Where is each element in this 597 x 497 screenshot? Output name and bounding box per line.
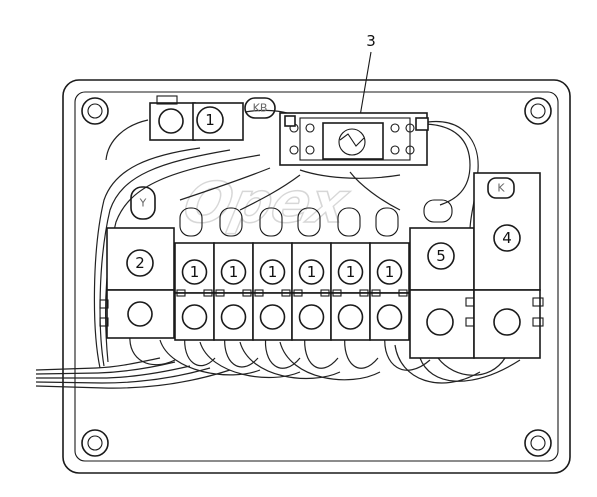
watermark-text: Opex — [178, 171, 355, 236]
fuse-clip — [176, 289, 186, 297]
fuse-terminal — [291, 292, 332, 341]
watermark: Opex — [177, 170, 356, 237]
fuse-clip — [320, 289, 330, 297]
fuse-screw — [337, 304, 364, 330]
fuse-label: 1 — [346, 263, 356, 281]
fuse-label-circle — [259, 259, 286, 285]
fuse-clip — [281, 289, 291, 297]
fuse-clip — [203, 289, 213, 297]
terminal-left-label: 2 — [135, 254, 145, 272]
fuse-column: 1 — [291, 242, 332, 341]
fuse-label: 1 — [385, 263, 395, 281]
fuse-label-circle — [337, 259, 364, 285]
fuse-terminal — [252, 292, 293, 341]
fuse-label: 1 — [268, 263, 278, 281]
tag-top-label: KB — [253, 102, 268, 115]
fuse-terminal — [213, 292, 254, 341]
mounting-hole-top-right — [524, 97, 552, 125]
tag-left: Y — [130, 186, 156, 220]
fuse-label-circle — [298, 259, 325, 285]
enclosure-outer-edge — [62, 79, 571, 474]
relay-module-connector-left — [284, 115, 296, 127]
fuse-label: 1 — [229, 263, 239, 281]
fuse-label: 1 — [307, 263, 317, 281]
relay-module-connector-right — [415, 117, 429, 131]
relay-clip — [156, 95, 178, 105]
fuse-terminal — [369, 292, 410, 341]
terminal-right-inner-bottom — [409, 289, 475, 359]
tag-top: KB — [244, 97, 276, 119]
fuse-label-circle — [181, 259, 208, 285]
fuse-screw — [220, 304, 247, 330]
fuse-tags — [179, 199, 453, 237]
fuse-row: 1 1 1 1 1 1 — [174, 242, 410, 341]
relay-label: 1 — [205, 111, 215, 129]
fuse-label: 1 — [190, 263, 200, 281]
terminal-right-outer-label: 4 — [502, 229, 512, 247]
tag-right-label: K — [497, 182, 505, 195]
fuse-column: 1 — [213, 242, 254, 341]
fuse-clip — [359, 289, 369, 297]
fuse-clip — [254, 289, 264, 297]
fuse-column: 1 — [330, 242, 371, 341]
mounting-hole-bottom-right — [524, 429, 552, 457]
tag-right — [487, 177, 515, 199]
enclosure-inner-edge — [74, 91, 559, 462]
fuse-screw — [259, 304, 286, 330]
enclosure — [62, 79, 571, 474]
fuse-column: 1 — [174, 242, 215, 341]
relay-label-box — [192, 102, 244, 141]
fuse-clip — [293, 289, 303, 297]
fuse-column: 1 — [369, 242, 410, 341]
fuse-column: 1 — [252, 242, 293, 341]
fuse-clip — [398, 289, 408, 297]
fuse-label-circle — [376, 259, 403, 285]
relay-module — [279, 112, 429, 166]
fuse-terminal — [330, 292, 371, 341]
terminal-block-right-inner: 5 — [409, 227, 477, 359]
terminal-block-right-outer: K 4 — [473, 172, 544, 359]
fuse-screw — [376, 304, 403, 330]
relay-label-circle — [196, 106, 224, 134]
relay-top-left: 1 — [149, 95, 244, 141]
callout-label: 3 — [366, 32, 376, 50]
fuse-screw — [298, 304, 325, 330]
tag-left-label: Y — [139, 197, 147, 210]
terminal-right-outer-bottom — [473, 289, 541, 359]
fuse-terminal — [174, 292, 215, 341]
relay-module-screws-right — [390, 123, 415, 155]
wiring-harness — [35, 109, 521, 389]
mounting-hole-bottom-left — [81, 429, 109, 457]
fuse-clip — [371, 289, 381, 297]
terminal-left-top — [106, 227, 175, 291]
relay-socket — [158, 108, 184, 134]
mounting-hole-top-left — [81, 97, 109, 125]
relay-module-inner — [299, 117, 411, 161]
fuse-screw — [181, 304, 208, 330]
terminal-left-bottom — [106, 289, 175, 339]
fuse-label-circle — [220, 259, 247, 285]
terminal-block-left: 2 — [99, 227, 175, 339]
terminal-right-inner-label: 5 — [436, 247, 446, 265]
fuse-clip — [332, 289, 342, 297]
fuse-clip — [215, 289, 225, 297]
fuse-clip — [242, 289, 252, 297]
